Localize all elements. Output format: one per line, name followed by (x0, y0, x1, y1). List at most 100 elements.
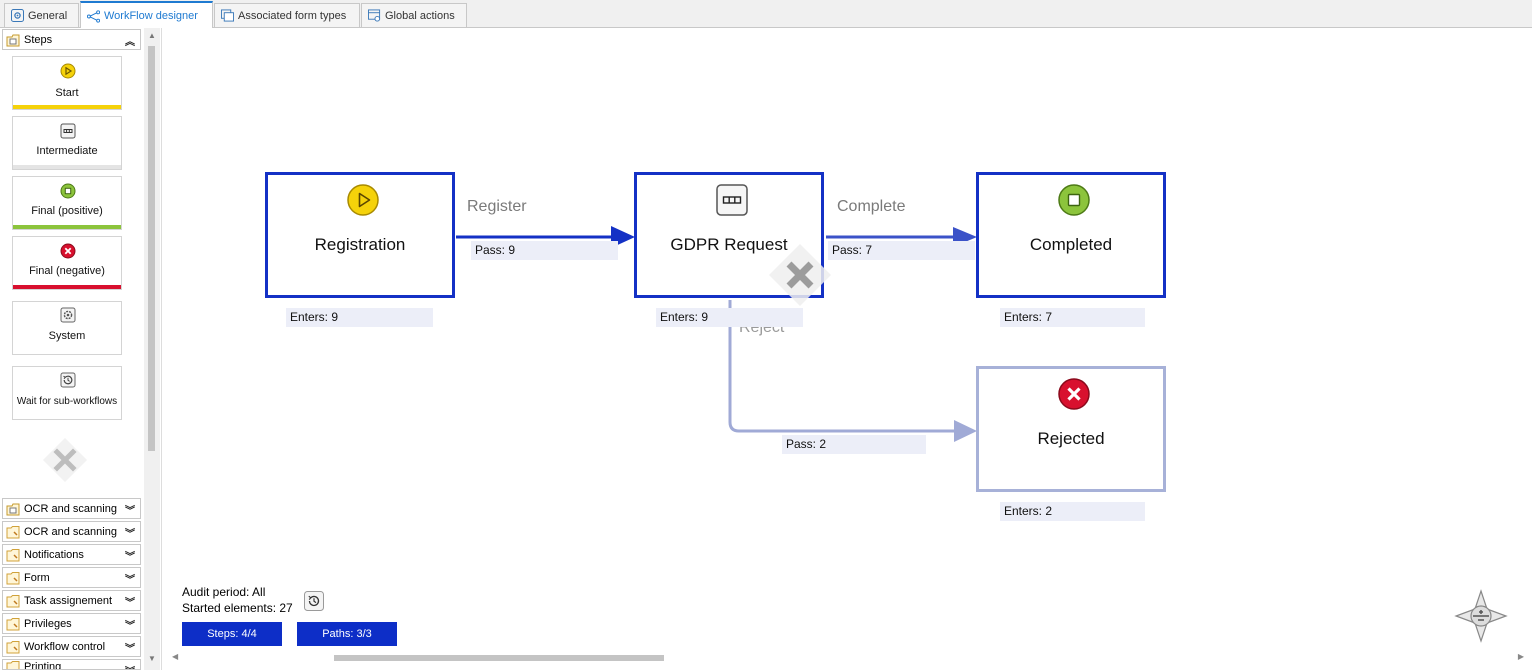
group-privileges[interactable]: Privileges ︾ (2, 613, 141, 634)
chevron-down-icon[interactable]: ︾ (125, 506, 135, 517)
history-icon[interactable] (304, 591, 324, 611)
group-label: OCR and scanning (24, 525, 117, 538)
palette-step-final-positive[interactable]: Final (positive) (12, 176, 122, 230)
palette-step-label: Start (55, 87, 79, 99)
palette-step-label: System (48, 330, 86, 342)
started-elements-text: Started elements: 27 (182, 601, 293, 615)
steps-counter-button[interactable]: Steps: 4/4 (182, 622, 282, 646)
tab-label: WorkFlow designer (104, 10, 198, 22)
node-enters-rejected: Enters: 2 (1000, 502, 1145, 521)
scroll-up-icon[interactable]: ▲ (148, 31, 156, 40)
path-label-complete[interactable]: Complete (837, 198, 906, 215)
steps-group-label: Steps (24, 33, 53, 46)
step-palette: Steps ︽ Start Intermediate Final (positi… (0, 28, 160, 670)
group-label: Printing (24, 661, 62, 670)
chevron-down-icon[interactable]: ︾ (125, 621, 135, 632)
form-types-icon (221, 9, 234, 22)
chevron-down-icon[interactable]: ︾ (125, 663, 135, 669)
drop-disabled-icon (43, 438, 87, 482)
steps-group-header[interactable]: Steps ︽ (2, 29, 141, 50)
node-label: Registration (314, 235, 406, 254)
group-task-assignement[interactable]: Task assignement ︾ (2, 590, 141, 611)
path-pass-reject: Pass: 2 (782, 435, 926, 454)
palette-step-wait-subworkflows[interactable]: Wait for sub-workflows (12, 366, 122, 420)
workflow-icon (87, 9, 100, 23)
palette-scrollbar-thumb[interactable] (148, 46, 155, 451)
group-label: Workflow control (24, 640, 106, 653)
tab-general[interactable]: General (4, 3, 79, 27)
node-rejected[interactable]: Rejected (976, 366, 1166, 492)
group-label: Privileges (24, 617, 72, 630)
node-completed[interactable]: Completed (976, 172, 1166, 298)
palette-step-label: Wait for sub-workflows (16, 396, 118, 407)
start-icon (347, 184, 379, 216)
folder-icon (6, 640, 20, 654)
palette-step-intermediate[interactable]: Intermediate (12, 116, 122, 170)
system-gear-icon (60, 307, 76, 323)
chevron-down-icon[interactable]: ︾ (125, 598, 135, 609)
group-workflow-control[interactable]: Workflow control ︾ (2, 636, 141, 657)
group-label: Notifications (24, 548, 84, 561)
tab-label: Global actions (385, 9, 455, 22)
folder-icon (6, 571, 20, 585)
node-registration[interactable]: Registration (265, 172, 455, 298)
group-label: Form (24, 571, 50, 584)
chevron-down-icon[interactable]: ︾ (125, 575, 135, 586)
history-icon (60, 372, 76, 388)
node-label: Completed (1029, 235, 1113, 254)
step-color-bar (13, 225, 121, 229)
group-ocr-scanning-1[interactable]: OCR and scanning ︾ (2, 498, 141, 519)
group-printing[interactable]: Printing ︾ (2, 659, 141, 670)
group-ocr-scanning-2[interactable]: OCR and scanning ︾ (2, 521, 141, 542)
paths-counter-button[interactable]: Paths: 3/3 (297, 622, 397, 646)
node-enters-gdpr-request: Enters: 9 (656, 308, 803, 327)
chevron-up-icon[interactable]: ︽ (125, 37, 135, 48)
intermediate-icon (60, 123, 76, 139)
step-color-bar (13, 105, 121, 109)
folder-icon (6, 660, 20, 669)
tab-workflow-designer[interactable]: WorkFlow designer (80, 1, 213, 29)
step-color-bar (13, 285, 121, 289)
palette-step-label: Final (negative) (29, 265, 105, 277)
tab-associated-form-types[interactable]: Associated form types (214, 3, 360, 27)
chevron-down-icon[interactable]: ︾ (125, 644, 135, 655)
folder-icon (6, 525, 20, 539)
path-reject-arrow[interactable] (728, 300, 977, 442)
chevron-down-icon[interactable]: ︾ (125, 552, 135, 563)
chevron-down-icon[interactable]: ︾ (125, 529, 135, 540)
workflow-canvas[interactable]: Register Pass: 9 Complete Pass: 7 Reject… (161, 28, 1532, 670)
tab-bar: General WorkFlow designer Associated for… (0, 0, 1532, 29)
folder-icon (6, 548, 20, 562)
palette-step-final-negative[interactable]: Final (negative) (12, 236, 122, 290)
final-positive-icon (1058, 184, 1090, 216)
palette-step-label: Intermediate (36, 145, 98, 157)
gear-icon (11, 9, 24, 22)
palette-step-start[interactable]: Start (12, 56, 122, 110)
audit-period-text: Audit period: All (182, 585, 266, 599)
pan-zoom-navigator-icon[interactable] (1454, 589, 1508, 643)
group-label: OCR and scanning (24, 502, 117, 515)
path-label-register[interactable]: Register (467, 198, 527, 215)
tab-global-actions[interactable]: Global actions (361, 3, 467, 27)
group-form[interactable]: Form ︾ (2, 567, 141, 588)
canvas-horizontal-scrollbar[interactable]: ◀ ▶ (172, 652, 1524, 664)
canvas-scrollbar-thumb[interactable] (334, 655, 664, 661)
folder-icon (6, 617, 20, 631)
step-color-bar (13, 165, 121, 169)
tab-label: General (28, 9, 68, 22)
connectors-layer (456, 226, 977, 442)
final-positive-icon (60, 183, 76, 199)
scroll-down-icon[interactable]: ▼ (148, 654, 156, 663)
drop-disabled-icon (769, 244, 831, 306)
path-pass-register: Pass: 9 (471, 241, 618, 260)
scroll-right-icon[interactable]: ▶ (1517, 652, 1524, 661)
global-actions-icon (368, 9, 381, 22)
final-negative-icon (1058, 378, 1090, 410)
palette-scrollbar[interactable]: ▲ ▼ (144, 28, 160, 670)
folder-icon (6, 594, 20, 608)
group-label: Task assignement (24, 594, 113, 607)
group-notifications[interactable]: Notifications ︾ (2, 544, 141, 565)
folder-steps-icon (6, 502, 20, 516)
palette-step-system[interactable]: System (12, 301, 122, 355)
scroll-left-icon[interactable]: ◀ (172, 652, 179, 661)
